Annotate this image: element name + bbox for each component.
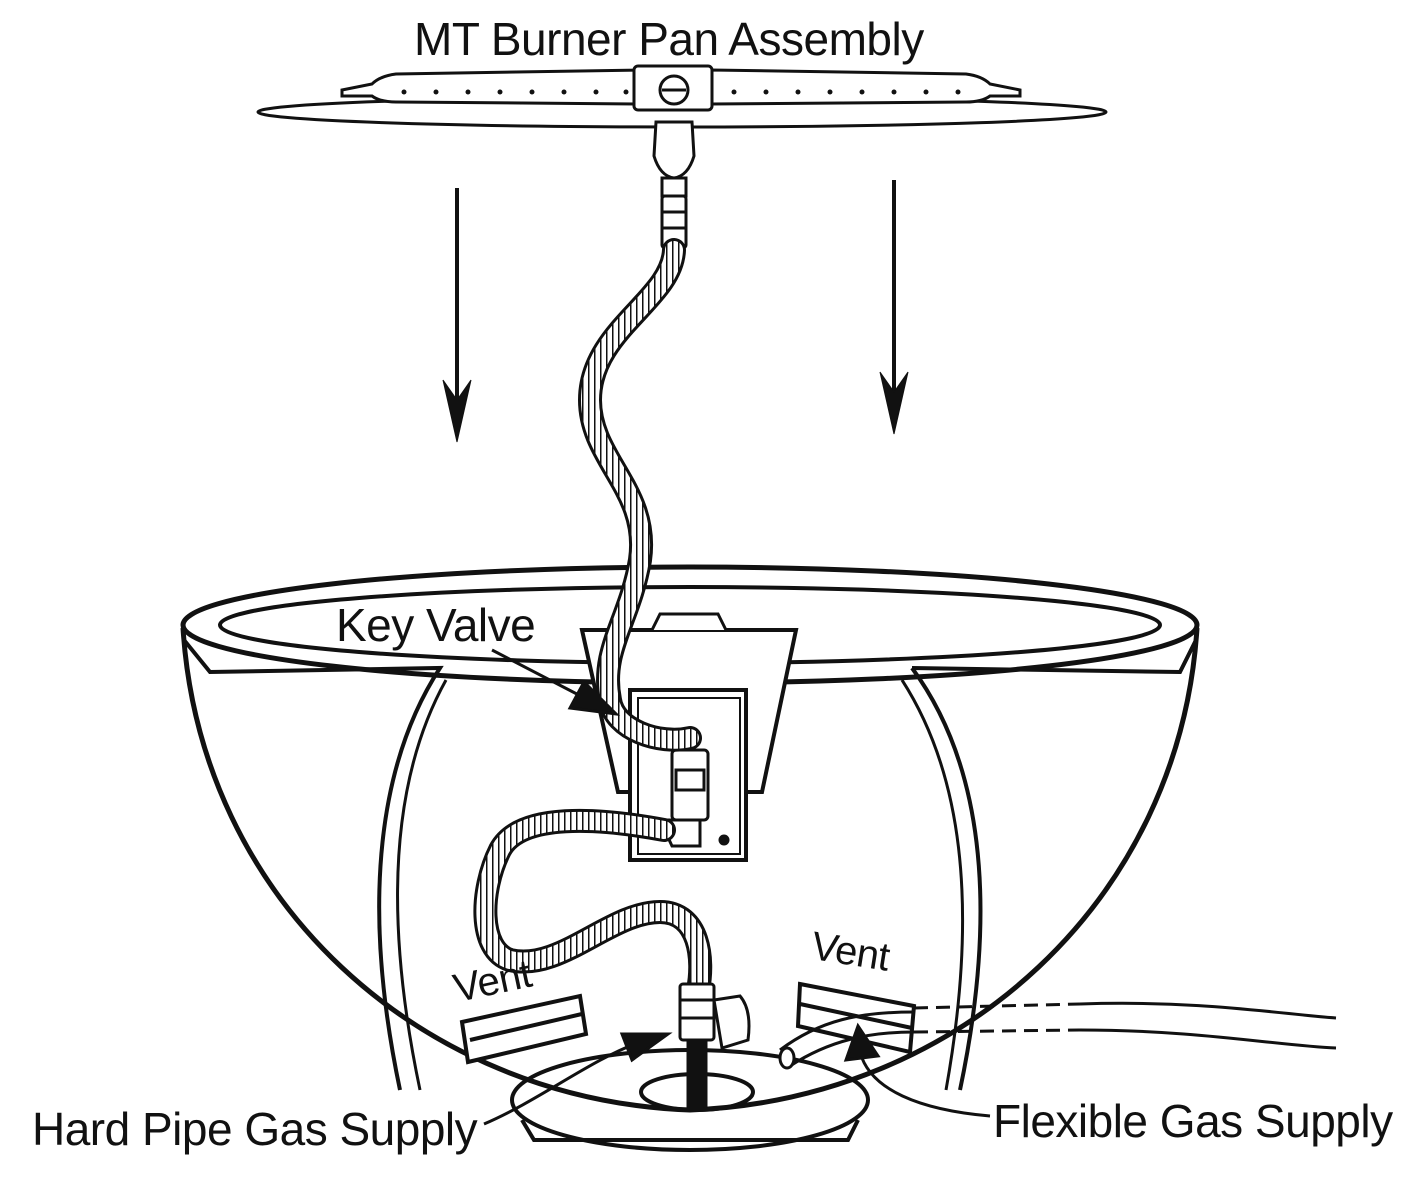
burner-inlet-nut	[660, 176, 688, 198]
hard-pipe-fitting	[678, 982, 751, 1108]
fire-bowl	[180, 564, 1200, 1152]
flexible-supply-label: Flexible Gas Supply	[993, 1095, 1393, 1147]
hard-pipe-label: Hard Pipe Gas Supply	[32, 1103, 478, 1155]
shutoff-handle	[712, 994, 751, 1050]
shutoff-valve	[678, 982, 716, 1042]
arrow-hard-pipe	[483, 1040, 641, 1126]
gas-pipe-stub	[686, 1038, 708, 1108]
burner-holes	[401, 89, 961, 95]
burner-pan-assembly	[256, 64, 1108, 250]
drop-arrows	[442, 180, 909, 443]
burner-bar-right	[710, 68, 1022, 106]
key-valve-label: Key Valve	[336, 599, 536, 651]
burner-bar-left	[340, 68, 642, 106]
bowl-cutout-inner	[395, 679, 965, 1091]
burner-inlet-fitting	[652, 120, 696, 180]
bowl-base-foot	[520, 1118, 860, 1142]
diagram-title: MT Burner Pan Assembly	[414, 13, 924, 65]
callout-arrows	[483, 648, 991, 1126]
bowl-cutout	[182, 638, 1198, 1091]
arrow-flexible	[858, 1051, 991, 1118]
flex-gas-supply-line	[778, 1001, 1337, 1070]
valve-box-tab	[650, 612, 728, 631]
